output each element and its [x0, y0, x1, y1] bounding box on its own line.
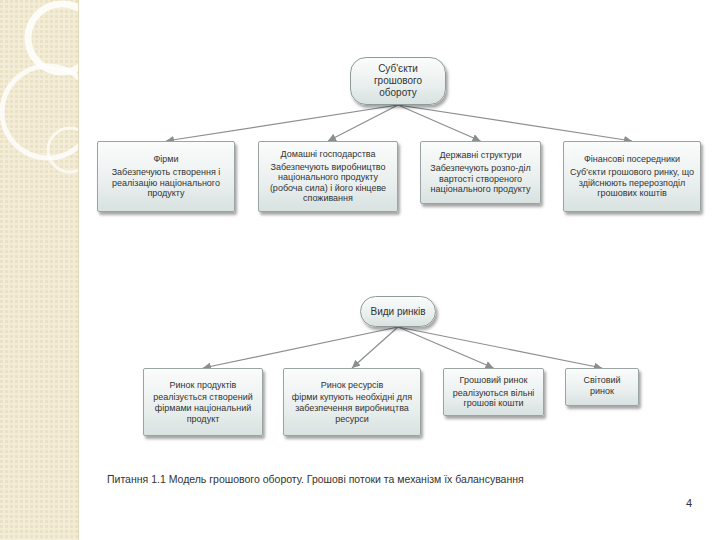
decor-edge	[78, 0, 79, 540]
box-heading: Суб'єкти грошового обороту	[356, 63, 440, 98]
connector-arrow	[166, 105, 398, 141]
connector-arrow	[398, 105, 632, 141]
box-heading: Домашні господарства	[281, 149, 376, 160]
box-heading: Ринок продуктів	[170, 380, 237, 391]
connector-arrow	[352, 327, 398, 368]
box-body: Суб'єкти грошового ринку, що здійснюють …	[569, 167, 695, 199]
process-box: Грошовий ринок реалізуються вільні грошов…	[443, 368, 544, 416]
box-body: Забезпечують виробництво національного п…	[264, 162, 392, 204]
root-node: Суб'єкти грошового обороту	[350, 57, 446, 105]
process-box: Ринок ресурсівфірми купують необхідні дл…	[283, 368, 421, 436]
connector-arrow	[328, 105, 398, 141]
caption: Питання 1.1 Модель грошового обороту. Гр…	[107, 473, 524, 485]
decor-panel	[0, 0, 80, 540]
box-body: фірми купують необхідні для забезпечення…	[289, 392, 415, 424]
connector-arrow	[398, 327, 494, 368]
box-heading: Світовий ринок	[571, 375, 633, 396]
process-box: Фінансові посередникиСуб'єкти грошового …	[563, 141, 701, 212]
box-heading: Фірми	[153, 154, 178, 165]
decor-ring	[28, 4, 80, 72]
box-heading: Фінансові посередники	[584, 154, 680, 165]
box-heading: Грошовий ринок	[460, 375, 528, 386]
box-body: реалізується створений фірмами національ…	[149, 392, 257, 424]
box-body: Забезпечують розпо-діл вартості створено…	[426, 163, 535, 195]
process-box: Державні структуриЗабезпечують розпо-діл…	[420, 141, 541, 204]
connector-arrow	[203, 327, 398, 368]
process-box: Ринок продуктівреалізується створений фі…	[143, 368, 263, 436]
box-heading: Види ринків	[370, 306, 425, 318]
box-heading: Ринок ресурсів	[321, 380, 384, 391]
process-box: Світовий ринок	[565, 368, 639, 406]
page-number: 4	[686, 497, 692, 509]
root-node: Види ринків	[360, 296, 436, 327]
box-heading: Державні структури	[439, 150, 521, 161]
decor-ring	[48, 128, 80, 172]
process-box: ФірмиЗабезпечують створення і реалізацію…	[97, 141, 235, 212]
decor-ring	[2, 66, 80, 158]
box-body: реалізуються вільні грошові кошти	[449, 388, 538, 409]
connector-arrow	[398, 105, 481, 141]
connector-arrow	[398, 327, 602, 368]
box-body: Забезпечують створення і реалізацію наці…	[103, 167, 229, 199]
process-box: Домашні господарстваЗабезпечують виробни…	[258, 141, 398, 212]
